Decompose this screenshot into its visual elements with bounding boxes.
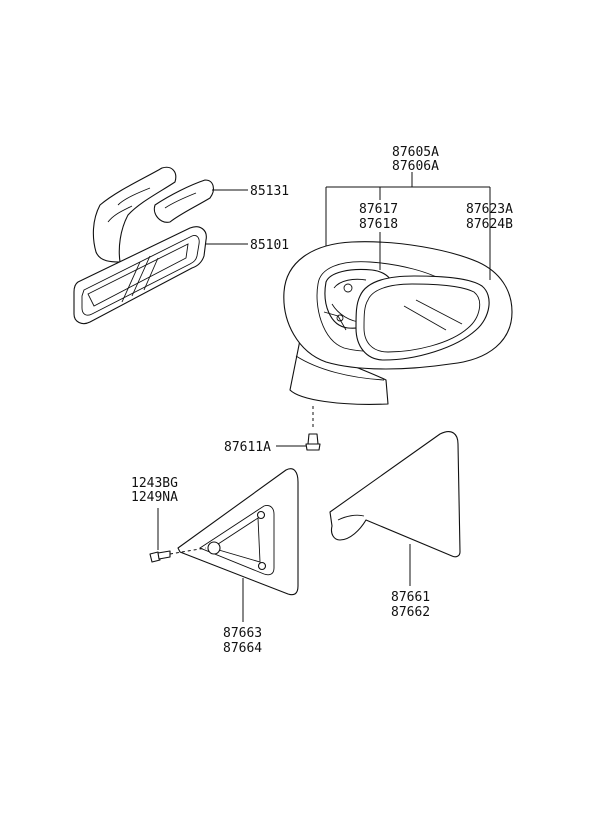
leader-87605A xyxy=(325,172,491,280)
delta-cover-outer xyxy=(329,431,461,558)
label-1243BG: 1243BG xyxy=(131,476,178,491)
label-85101: 85101 xyxy=(250,238,289,253)
label-87624B: 87624B xyxy=(466,217,513,232)
screw-87611A-icon xyxy=(305,433,321,451)
bolt-1243BG-icon xyxy=(149,550,171,563)
delta-cover-inner xyxy=(177,468,299,596)
label-87662: 87662 xyxy=(391,605,430,620)
label-1249NA: 1249NA xyxy=(131,490,178,505)
inside-mirror-85101 xyxy=(73,226,207,325)
label-87617: 87617 xyxy=(359,202,398,217)
label-87611A: 87611A xyxy=(224,440,271,455)
label-87663: 87663 xyxy=(223,626,262,641)
leader-bolt-dash xyxy=(169,547,207,555)
label-85131: 85131 xyxy=(250,184,289,199)
label-87623A: 87623A xyxy=(466,202,513,217)
label-87618: 87618 xyxy=(359,217,398,232)
outside-mirror-glass xyxy=(355,275,490,361)
mirror-cover-85131 xyxy=(92,166,214,263)
label-87606A: 87606A xyxy=(392,159,439,174)
label-87661: 87661 xyxy=(391,590,430,605)
label-87605A: 87605A xyxy=(392,145,439,160)
label-87664: 87664 xyxy=(223,641,262,656)
